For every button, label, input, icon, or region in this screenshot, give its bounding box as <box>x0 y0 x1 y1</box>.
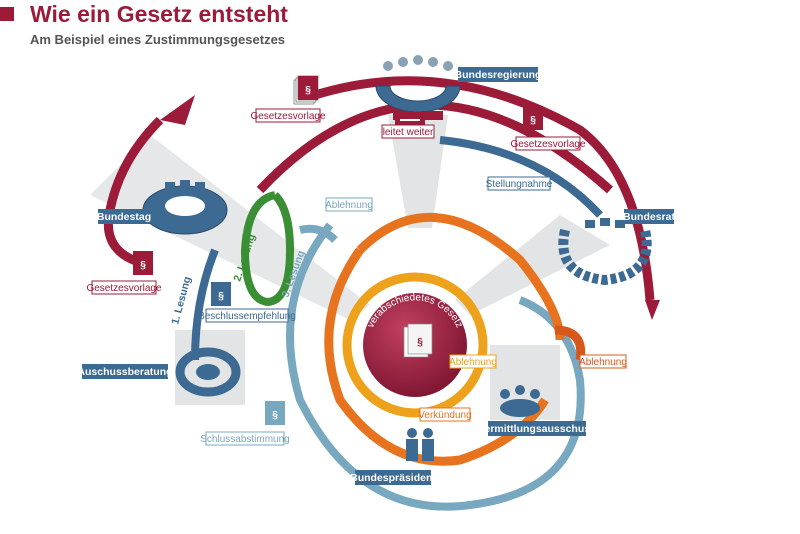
ausschuss-seating-icon <box>175 347 241 397</box>
svg-text:§: § <box>140 259 146 271</box>
svg-text:Gesetzesvorlage: Gesetzesvorlage <box>510 139 585 150</box>
bundestag-seating-icon <box>142 180 228 235</box>
label-leitet-weiter: leitet weiter <box>381 124 435 139</box>
svg-text:Stellungnahme: Stellungnahme <box>486 179 553 190</box>
svg-text:Gesetzesvorlage: Gesetzesvorlage <box>250 111 325 122</box>
svg-text:Auschussberatung: Auschussberatung <box>77 366 172 378</box>
vermittlungsausschuss-people-icon <box>500 385 540 417</box>
document-icon-schluss: § <box>265 401 285 425</box>
gray-wedge-regierung <box>388 115 448 228</box>
ring-light-blue <box>286 222 585 511</box>
svg-text:Bundesregierung: Bundesregierung <box>455 69 542 81</box>
svg-text:Bundesrat: Bundesrat <box>623 211 675 223</box>
svg-text:§: § <box>272 409 278 421</box>
svg-text:§: § <box>417 336 423 348</box>
svg-text:Bundestag: Bundestag <box>97 211 151 223</box>
document-icon-left: § <box>293 75 319 105</box>
document-icon-right: § <box>523 106 543 130</box>
label-ablehnung-right: Ablehnung <box>579 354 627 369</box>
svg-text:§: § <box>530 114 536 126</box>
gray-wedge-bundesrat <box>455 215 610 315</box>
document-icon-beschluss: § <box>211 282 231 306</box>
label-gesetzesvorlage-bundestag: Gesetzesvorlage <box>86 280 162 295</box>
title-marker <box>0 7 14 21</box>
svg-text:Bundespräsident: Bundespräsident <box>350 472 436 484</box>
bundespraesident-people-icon <box>406 428 434 461</box>
document-icon-bundestag: § <box>133 251 153 275</box>
ring-orange-bottom <box>324 247 549 466</box>
ring-orange-top <box>356 212 565 341</box>
label-first-reading: 1. Lesung <box>169 275 193 325</box>
arrow-crimson-head-right <box>645 300 660 320</box>
svg-text:Ablehnung: Ablehnung <box>325 200 373 211</box>
page-subtitle: Am Beispiel eines Zustimmungsgesetzes <box>30 32 286 47</box>
paragraph-document-icon: § <box>403 323 433 358</box>
bundesrat-seating-icon <box>558 218 652 286</box>
svg-text:Schlussabstimmung: Schlussabstimmung <box>200 434 289 445</box>
handshake-icon <box>395 112 425 126</box>
label-gesetzesvorlage-right: Gesetzesvorlage <box>510 136 586 151</box>
svg-text:Beschlussempfehlung: Beschlussempfehlung <box>198 311 296 322</box>
svg-text:§: § <box>305 84 311 96</box>
loop-third-reading <box>299 224 338 243</box>
label-vermittlungsausschuss: Vermittlungsausschuss <box>478 421 596 436</box>
svg-text:Ablehnung: Ablehnung <box>579 357 627 368</box>
label-stellungnahme: Stellungnahme <box>486 176 553 191</box>
arc-stellungnahme <box>439 136 603 218</box>
ring-amber <box>342 272 488 418</box>
svg-text:leitet weiter: leitet weiter <box>383 127 434 138</box>
arrow-crimson-head <box>160 95 195 125</box>
arc-first-reading <box>191 248 219 361</box>
loop-second-reading <box>240 191 295 307</box>
svg-text:Ablehnung: Ablehnung <box>449 357 497 368</box>
label-bundesrat: Bundesrat <box>623 209 675 224</box>
label-bundesregierung: Bundesregierung <box>455 67 542 82</box>
label-bundespraesident: Bundespräsident <box>350 470 436 485</box>
label-ablehnung-mid: Ablehnung <box>449 354 497 369</box>
label-beschlussempfehlung: Beschlussempfehlung <box>198 308 296 323</box>
label-bundestag: Bundestag <box>97 209 151 224</box>
svg-text:Vermittlungsausschuss: Vermittlungsausschuss <box>478 423 596 435</box>
svg-text:Gesetzesvorlage: Gesetzesvorlage <box>86 283 161 294</box>
label-ablehnung-top: Ablehnung <box>325 197 373 212</box>
svg-text:Verkündung: Verkündung <box>418 410 471 421</box>
label-ausschussberatung: Auschussberatung <box>77 364 173 379</box>
label-verkuendung: Verkündung <box>418 407 472 422</box>
page-title: Wie ein Gesetz entsteht <box>30 1 288 27</box>
label-gesetzesvorlage-left: Gesetzesvorlage <box>250 108 326 123</box>
label-schlussabstimmung: Schlussabstimmung <box>200 431 290 446</box>
svg-text:§: § <box>218 290 224 302</box>
